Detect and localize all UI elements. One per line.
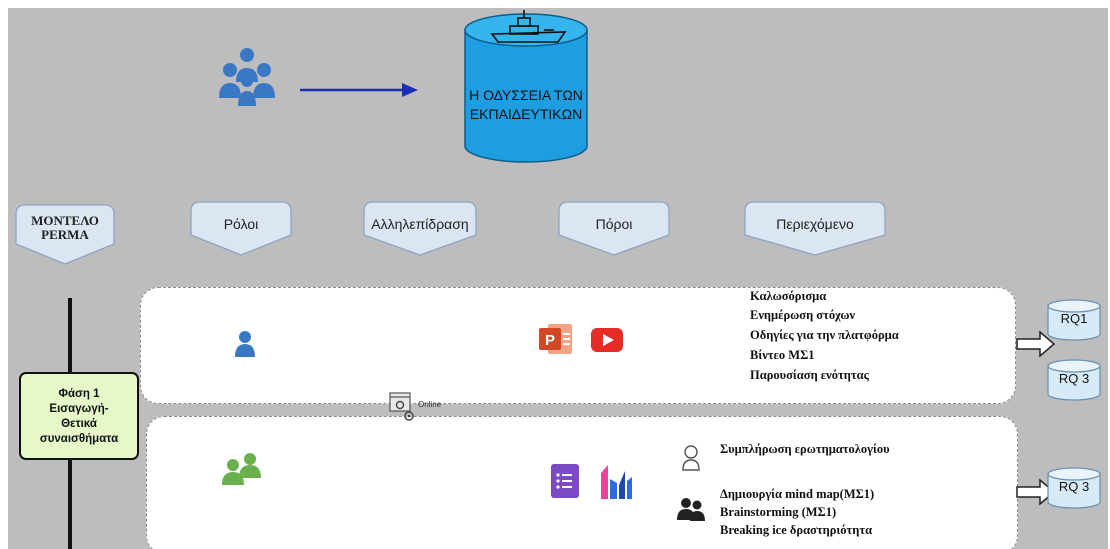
- perma-line2: PERMA: [41, 227, 89, 243]
- content-item: Ενημέρωση στόχων: [750, 308, 856, 322]
- svg-text:P: P: [545, 332, 555, 349]
- ship-icon: [490, 10, 567, 43]
- rq-label: RQ 3: [1058, 371, 1090, 386]
- phase-row-2: [146, 416, 1018, 549]
- person-outline-icon: [682, 445, 700, 471]
- rq-label: RQ 3: [1058, 479, 1090, 494]
- interaction-label: Αλληλεπίδραση: [371, 216, 469, 232]
- column-perma: ΜΟΝΤΕΛΟ PERMA: [15, 204, 115, 266]
- rq-cylinder: RQ1: [1046, 298, 1102, 342]
- content-item: Συμπλήρωση ερωτηματολογίου: [720, 442, 890, 456]
- content-item: Παρουσίαση ενότητας: [750, 368, 869, 382]
- outcome-arrow: [1016, 330, 1056, 358]
- person-icon: [235, 331, 255, 357]
- title-line1: Η ΟΔΥΣΣΕΙΑ ΤΩΝ: [469, 87, 583, 103]
- content-item: Δημιουργία mind map(ΜΣ1): [720, 487, 875, 501]
- database-title: Η ΟΔΥΣΣΕΙΑ ΤΩΝ ΕΚΠΑΙΔΕΥΤΙΚΩΝ: [463, 86, 589, 124]
- online-gear-icon: [389, 392, 414, 421]
- title-line2: ΕΚΠΑΙΔΕΥΤΙΚΩΝ: [469, 106, 583, 122]
- rq-label: RQ1: [1060, 311, 1088, 326]
- roles-label: Ρόλοι: [223, 216, 259, 232]
- forms-icon: [551, 464, 579, 498]
- column-content: Περιεχόμενο: [744, 201, 886, 257]
- resources-label: Πόροι: [595, 216, 633, 232]
- chart-app-icon: [601, 465, 632, 499]
- phase-line1: Φάση 1: [58, 388, 100, 400]
- perma-line1: ΜΟΝΤΕΛΟ: [31, 213, 99, 228]
- diagram-canvas: Η ΟΔΥΣΣΕΙΑ ΤΩΝ ΕΚΠΑΙΔΕΥΤΙΚΩΝ ΜΟΝΤΕΛΟ PER…: [8, 8, 1108, 549]
- content-item: Brainstorming (ΜΣ1): [720, 505, 837, 519]
- phase-line3: Θετικά συναισθήματα: [39, 418, 119, 445]
- online-label: Online: [418, 400, 442, 409]
- youtube-icon: [591, 328, 623, 352]
- people-group-icon: [219, 48, 275, 106]
- column-resources: Πόροι: [558, 201, 670, 257]
- content-item: Καλωσόρισμα: [750, 289, 827, 303]
- powerpoint-icon: P: [539, 324, 572, 354]
- content-item: Βίντεο ΜΣ1: [750, 348, 815, 362]
- rq-cylinder: RQ 3: [1046, 466, 1102, 510]
- outcome-arrow: [1016, 478, 1056, 506]
- phase-box: Φάση 1 Εισαγωγή- Θετικά συναισθήματα: [19, 372, 139, 460]
- database-cylinder: [464, 13, 588, 163]
- phase-line2: Εισαγωγή-: [49, 403, 109, 415]
- content-item: Breaking ice δραστηριότητα: [720, 523, 873, 537]
- content-item: Οδηγίες για την πλατφόρμα: [750, 328, 899, 342]
- content-label: Περιεχόμενο: [776, 216, 854, 232]
- phase-row-1: [140, 287, 1016, 404]
- people-dark-icon: [677, 498, 705, 521]
- column-roles: Ρόλοι: [190, 201, 292, 257]
- people-pair-icon: [222, 453, 261, 485]
- flow-arrow: [300, 83, 418, 97]
- column-interaction: Αλληλεπίδραση: [363, 201, 477, 257]
- rq-cylinder: RQ 3: [1046, 358, 1102, 402]
